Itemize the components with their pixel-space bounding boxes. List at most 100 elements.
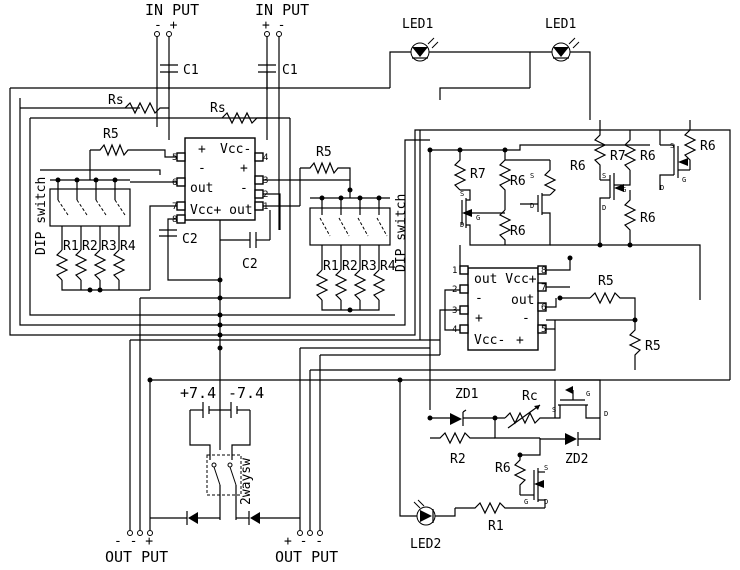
fet1-g: G [476,214,480,222]
fet3-g: G [622,186,626,194]
op-amp-ic2: 1 2 3 4 8 7 6 5 out Vcc+ - out + - Vcc- … [452,265,547,351]
zd1-label: ZD1 [455,387,478,402]
fet4-d: D [660,184,664,192]
led1-right: LED1 [545,17,580,62]
zener-zd2: ZD2 [565,432,588,467]
zener-zd1: ZD1 [450,387,478,426]
c2-left-label: C2 [182,232,198,247]
rs-mid-label: Rs [210,101,226,116]
fet6-d: D [544,498,548,506]
diode-out-right [236,511,300,525]
fet3-s: S [602,172,606,180]
r7b-label: R7 [610,149,626,164]
resistor-rc: Rc [504,389,555,429]
led1-left-label: LED1 [402,17,433,32]
resistor-rs-mid: Rs [210,101,267,125]
fet2-d: D [530,202,534,210]
input-left-label: IN PUT [145,1,199,19]
r6-bottom-label: R6 [495,461,511,476]
ic2-pin-5: 5 [541,325,546,335]
fet-bottom: S G D [520,464,548,508]
ic2-pin-3: 3 [452,306,457,316]
fet5-s: S [552,406,556,414]
two-way-switch: 2waysw [206,454,254,505]
ic1-pin-3: 3 [263,176,268,186]
c1-right-label: C1 [282,63,298,78]
r3-label: R3 [101,239,117,254]
ic2-plus-r-label: + [516,333,524,348]
led1-left: LED1 [402,17,439,62]
fet6-g: G [524,498,528,506]
r3b-label: R3 [361,259,377,274]
resistor-r1-bottom: R1 [455,501,545,534]
diode-out-left [150,511,220,525]
r1b-label: R1 [323,259,339,274]
ic1-minus-label: - [198,161,206,176]
ic1-pin-1: 1 [263,202,268,212]
fet2-s: S [530,172,534,180]
resistor-r5-mid: R5 [300,145,351,190]
r1-bottom-label: R1 [488,519,504,534]
resistor-rs-left: Rs [108,93,169,115]
ic2-pin-6: 6 [541,303,546,313]
ic2-minus-r-label: - [522,311,530,326]
output-right-signs: + - - [284,534,323,549]
r4b-label: R4 [380,259,396,274]
ic1-vcc-minus-label: Vcc- [220,142,251,157]
output-right-label: OUT PUT [275,548,338,566]
ic1-pin-6: 6 [172,178,177,188]
fet5-d: D [604,410,608,418]
input-terminal-right: IN PUT + - [255,1,309,230]
batt-plus-label: +7.4 [180,384,216,402]
ic1-out-label: out [190,181,213,196]
capacitor-c2-mid: C2 [220,232,270,272]
output-left-signs: - - + [114,534,153,549]
fet5-g: G [586,390,590,398]
ic1-pin-5: 5 [172,153,177,163]
ic1-plus-label: + [198,142,206,157]
c1-left-label: C1 [183,63,199,78]
battery: +7.4 -7.4 [180,384,264,460]
ic2-pin-8: 8 [541,266,546,276]
r5-mid-label: R5 [316,145,332,160]
input-left-signs: - + [154,18,178,33]
fet1-d: D [460,221,464,229]
fet3-d: D [602,204,606,212]
r2-label: R2 [82,239,98,254]
r6b-label: R6 [510,224,526,239]
resistor-array-right: R1 R2 R3 R4 [315,245,396,313]
resistor-r2-bottom: R2 [430,431,495,467]
ic1-pin-4: 4 [263,153,268,163]
ic2-out-vcc-label: out Vcc+ [474,272,537,287]
ic1-vccplus-out-label: Vcc+ out [190,203,253,218]
r5-right-bot-label: R5 [645,339,661,354]
r2-bottom-label: R2 [450,452,466,467]
rc-label: Rc [522,389,538,404]
r6a-label: R6 [510,174,526,189]
ic1-pin-2: 2 [263,190,268,200]
resistor-r5-right-bot: R5 [628,320,661,370]
output-left-label: OUT PUT [105,548,168,566]
transistor-network: R7 R6 S G D R6 R6 S D R7 R6 [419,120,716,410]
r1-label: R1 [63,239,79,254]
r4-label: R4 [120,239,136,254]
ic1-pin-7: 7 [172,202,177,212]
resistor-array-left: R1 R2 R3 R4 [55,226,150,293]
led1-right-label: LED1 [545,17,576,32]
capacitor-c2-left: C2 [159,229,198,247]
fet6-s: S [544,464,548,472]
batt-minus-label: -7.4 [228,384,264,402]
input-right-signs: + - [262,18,285,33]
ic2-minus-label: - [475,291,483,306]
rs-left-label: Rs [108,93,124,108]
output-terminal-right: + - - OUT PUT [275,530,338,566]
r6d-label: R6 [640,149,656,164]
resistor-r5-right-top: R5 [589,274,636,320]
led2-label: LED2 [410,537,441,552]
r6e-label: R6 [640,211,656,226]
resistor-r5-left: R5 [90,127,177,158]
ic2-out-r-label: out [511,293,534,308]
dip-right-label: DIP switch [394,194,409,272]
ic2-plus-label: + [475,311,483,326]
capacitor-c1-right: C1 [258,63,298,78]
